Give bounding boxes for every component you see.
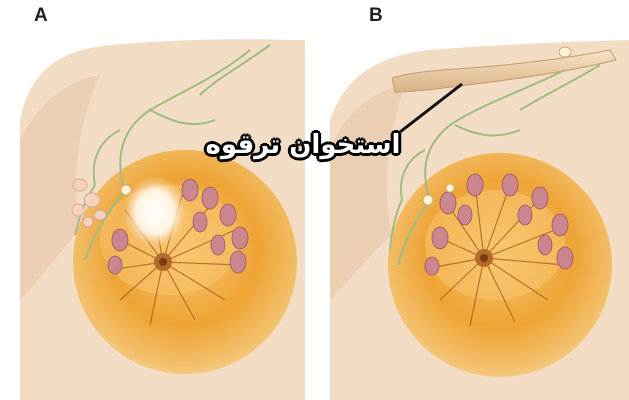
nipple-core-a <box>159 258 167 266</box>
panel-b <box>330 40 629 400</box>
clavicle-label: استخوان ترقوه <box>205 124 401 166</box>
panel-a <box>20 39 305 400</box>
node-small-a <box>121 185 131 195</box>
panel-label-b: B <box>369 6 383 25</box>
nipple-core-b <box>480 254 488 262</box>
tumor <box>123 176 187 248</box>
panel-label-a: A <box>34 6 48 25</box>
